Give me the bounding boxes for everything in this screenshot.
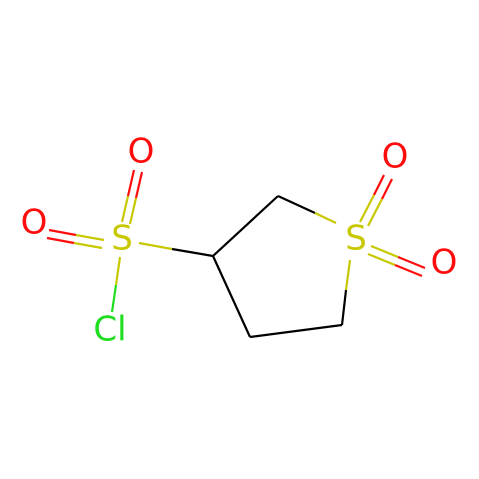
bond-s-ring-o-right-2b	[394, 263, 423, 278]
bond-s-ring-c5	[340, 289, 348, 326]
bond-s-ring-o-top-1	[359, 194, 375, 223]
atom-o-left: O	[21, 203, 48, 243]
bond-s-left-o-top-1-yellow	[120, 195, 130, 223]
bond-c3-c2	[212, 195, 279, 257]
bond-s-left-o-top-2-yellow	[128, 197, 138, 225]
bond-c3-s-left-yellow	[138, 241, 173, 251]
bond-s-left-o-left-1-yellow	[75, 233, 105, 242]
atom-cl: Cl	[93, 310, 126, 350]
bond-s-left-cl-yellow	[114, 256, 122, 286]
bond-s-ring-yellow-top	[314, 212, 337, 224]
atom-o-right: O	[431, 243, 458, 283]
bond-s-left-o-top-1-red	[126, 169, 136, 197]
bond-c2-s-ring	[277, 195, 316, 214]
bond-c5-c4	[249, 323, 343, 339]
atom-o-top-right: O	[382, 137, 409, 177]
bond-s-ring-o-right-1b	[397, 255, 426, 270]
bond-s-ring-o-right-1	[370, 244, 399, 259]
bond-c3-s-left-black	[171, 247, 214, 258]
atom-s-left: S	[111, 219, 133, 259]
bond-s-ring-o-top-1b	[373, 174, 385, 196]
bond-c4-c3	[211, 255, 252, 338]
bond-s-ring-o-top-2	[367, 198, 383, 227]
bond-s-left-o-top-2-red	[134, 171, 144, 199]
bond-s-ring-c5-yellow	[344, 259, 352, 291]
bond-s-ring-o-top-2b	[381, 178, 393, 200]
bond-s-left-cl-green	[110, 284, 118, 313]
bond-s-left-o-left-2-red	[46, 236, 75, 245]
atom-o-top-left: O	[128, 132, 155, 172]
bond-s-left-o-left-1-red	[48, 228, 77, 237]
atom-s-ring: S	[345, 219, 367, 259]
bond-s-ring-o-right-2	[367, 252, 396, 267]
bond-s-left-o-left-2-yellow	[73, 241, 103, 250]
